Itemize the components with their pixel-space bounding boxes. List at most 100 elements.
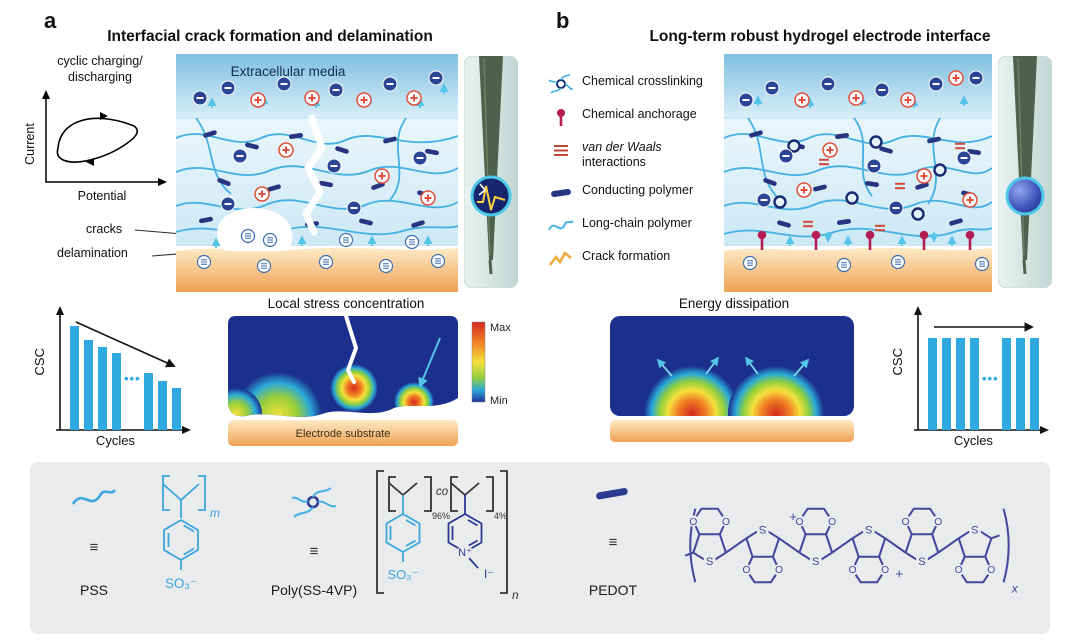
subscript-x-label: x [1011,581,1019,595]
csc-bar [942,338,951,430]
color-scale-bar [471,321,486,403]
csc-xlabel-b: Cycles [953,433,993,448]
crosslink-icon [548,74,574,94]
spike-waveform [477,185,506,211]
panel-a-label: a [44,8,57,33]
hydrogel-interface-illustration-a: Extracellular media [176,54,458,292]
cv-caption: cyclic charging/ discharging [38,54,162,85]
csc-bar [1015,338,1025,430]
i-minus-label: I⁻ [484,567,494,581]
legend-label: Long-chain polymer [582,216,692,230]
cv-ylabel: Current [23,123,37,165]
legend-label: Crack formation [582,249,671,263]
energy-title: Energy dissipation [678,296,790,311]
cv-plot: Current Potential [23,90,167,203]
ellipsis-b: ••• [982,370,999,386]
legend-item-long-chain-polymer: Long-chain polymer [548,216,726,236]
pedot-structure: + + x [684,507,1019,595]
pss-subscript-m: m [210,506,220,520]
equivalence-symbol: ≡ [309,542,319,560]
chemistry-legend-strip: ≡ PSS m SO₃⁻ ≡ Poly(SS-4VP) [30,462,1050,634]
cv-loop [56,117,139,163]
decreasing-trend-arrow [75,321,176,368]
conducting-polymer-icon [551,189,571,197]
pedot-label: PEDOT [588,582,638,598]
csc-bars-b: ••• [928,326,1040,430]
legend-item-conducting-polymer: Conducting polymer [548,183,726,203]
electrode-substrate-band [724,247,992,292]
pedot-plus-charge: + [895,566,903,581]
panel-b-title: Long-term robust hydrogel electrode inte… [649,28,991,45]
csc-bargroup-left-b [928,326,979,430]
subscript-n-label: n [512,588,519,602]
csc-ylabel-b: CSC [890,348,905,376]
legend-item-crack-formation: Crack formation [548,249,726,269]
vdw-italic-text: van der Waals [582,140,662,154]
stress-module: Local stress concentration Max Min Elect… [226,296,518,453]
equivalence-symbol: ≡ [89,538,99,556]
pss-squiggle-icon [71,489,117,505]
poly-ss4vp-label: Poly(SS-4VP) [270,582,358,598]
anchor-pin-icon [557,109,565,126]
energy-module: Energy dissipation [606,296,862,449]
csc-bargroup-left-a [70,326,121,430]
crosslink-big-icon [291,487,337,518]
pct-4-label: 4% [494,511,507,521]
csc-bar [157,381,167,430]
vdw-rest-text: interactions [582,155,646,169]
pss-so3-label: SO₃⁻ [165,576,197,591]
extracellular-media-label: Extracellular media [231,64,346,79]
pss-key: ≡ PSS [52,486,136,598]
csc-ylabel-a: CSC [32,348,47,376]
legend-label: Chemical crosslinking [582,74,703,88]
cracks-annotation: cracks [86,222,123,236]
mini-crack [478,183,487,196]
poly-ss4vp-structure: 96% co 4% n SO₃⁻ N⁺ I⁻ [376,470,519,602]
csc-bar [970,338,979,430]
crack-shape [302,114,326,236]
legend-label: van der Waals interactions [582,140,712,170]
poly-ss4vp-key: ≡ Poly(SS-4VP) [256,486,372,598]
csc-bar [1001,338,1011,430]
delamination-annotation: delamination [57,246,128,260]
csc-bars-a: ••• [70,326,182,430]
electrode-probe-a [464,56,518,288]
electrode-probe-b [998,56,1052,288]
csc-chart-a: CSC ••• Cycles [26,300,198,448]
csc-bargroup-right-b [1001,326,1039,430]
vdw-icon [554,145,568,156]
csc-bar [171,388,181,430]
pedot-dash-icon [596,488,628,500]
csc-bar [84,339,93,430]
energy-heatmap [610,316,854,442]
stress-pointer-arrow [418,337,441,388]
pedot-key: ≡ PEDOT [570,486,656,598]
csc-axes-a [56,306,191,434]
panel-a-title: Interfacial crack formation and delamina… [107,28,433,45]
csc-axes-b [914,306,1049,434]
cv-caption-line1: cyclic charging/ [57,54,143,68]
crack-formation-icon [549,251,572,266]
legend-label: Conducting polymer [582,183,694,197]
legend-item-anchorage: Chemical anchorage [548,107,726,127]
legend-item-crosslinking: Chemical crosslinking [548,74,726,94]
csc-bar [1029,338,1039,430]
csc-bar [143,372,153,430]
scale-max-label: Max [490,322,511,334]
cv-caption-line2: discharging [68,69,132,84]
panel-b-label: b [556,8,570,33]
ss4vp-so3-label: SO₃⁻ [388,567,419,582]
electrode-substrate-band [176,247,458,292]
csc-bargroup-right-a [143,326,181,430]
csc-bar [98,346,107,430]
ellipsis-a: ••• [124,370,141,386]
substrate-band [610,420,854,442]
pct-96-label: 96% [432,511,450,521]
legend-item-vdw: van der Waals interactions [548,140,726,170]
pss-label: PSS [79,582,108,598]
scale-min-label: Min [490,395,508,407]
pss-structure: m SO₃⁻ [162,475,220,591]
long-chain-polymer-icon [548,220,574,231]
csc-chart-b: CSC ••• Cycles [884,300,1056,448]
